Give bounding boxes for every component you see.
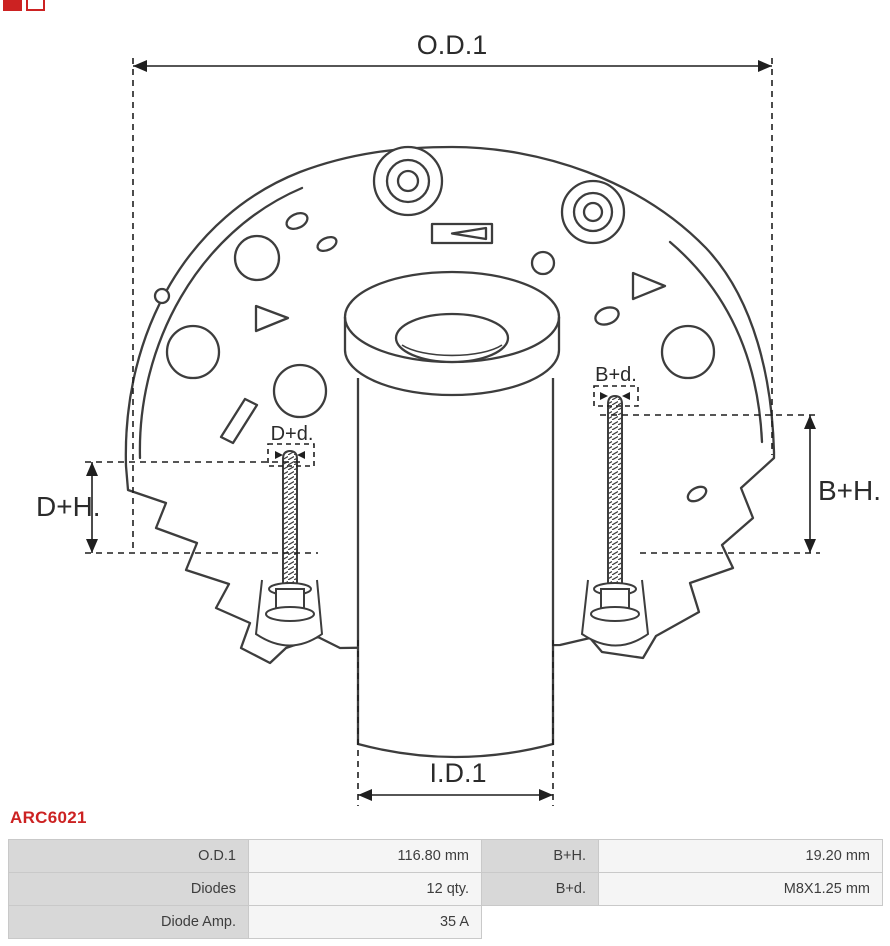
- d-stud-shaft: [282, 449, 298, 589]
- od1-label: O.D.1: [417, 30, 488, 60]
- bh-dimension: [600, 414, 820, 554]
- center-bore: [343, 270, 561, 759]
- spec-label-cell: Diodes: [8, 872, 249, 906]
- spec-value-cell: 116.80 mm: [248, 839, 482, 873]
- ring-terminal-left: [372, 145, 444, 217]
- spec-value-cell: 19.20 mm: [598, 839, 883, 873]
- bd-label: B+d.: [595, 364, 637, 386]
- technical-drawing: O.D.1 I.D.1 D+H. B+H. D+d. B+d.: [36, 30, 881, 806]
- logo-mark-left: [3, 0, 22, 11]
- rectifier-drawing-svg: O.D.1 I.D.1 D+H. B+H. D+d. B+d.: [36, 30, 881, 806]
- dimension-labels: O.D.1 I.D.1 D+H. B+H. D+d. B+d.: [36, 30, 881, 788]
- dimension-annotations: [85, 58, 820, 806]
- spec-blank-cell: [598, 905, 883, 939]
- dh-label: D+H.: [36, 491, 101, 522]
- spec-label-cell: B+d.: [481, 872, 599, 906]
- part-number: ARC6021: [10, 808, 87, 827]
- plate-edge-right: [668, 240, 764, 444]
- spec-row: Diode Amp. 35 A: [8, 905, 883, 939]
- dd-annotation: [267, 443, 315, 467]
- plate-edge-left: [138, 186, 304, 460]
- logo-mark-right: [26, 0, 45, 11]
- dd-label: D+d.: [271, 423, 314, 445]
- bh-label: B+H.: [818, 475, 881, 506]
- left-diode-cluster: [153, 211, 338, 445]
- spec-blank-cell: [481, 905, 599, 939]
- spec-label-cell: O.D.1: [8, 839, 249, 873]
- spec-value-cell: M8X1.25 mm: [598, 872, 883, 906]
- spec-row: O.D.1 116.80 mm B+H. 19.20 mm: [8, 839, 883, 873]
- terminal-studs: [254, 394, 650, 647]
- id1-dimension: [357, 640, 554, 806]
- id1-label: I.D.1: [429, 758, 486, 788]
- dh-dimension: [85, 461, 318, 554]
- b-stud-shaft: [607, 394, 623, 589]
- spec-value-cell: 35 A: [248, 905, 482, 939]
- bore-hole: [394, 312, 510, 364]
- spec-value-cell: 12 qty.: [248, 872, 482, 906]
- spec-row: Diodes 12 qty. B+d. M8X1.25 mm: [8, 872, 883, 906]
- od1-dimension: [132, 58, 773, 552]
- diode-slot: [430, 222, 494, 245]
- spec-label-cell: B+H.: [481, 839, 599, 873]
- ring-terminal-right: [560, 179, 626, 245]
- right-diode-cluster: [530, 250, 716, 503]
- brand-logo-fragment-icon: [3, 0, 45, 11]
- spec-table: O.D.1 116.80 mm B+H. 19.20 mm Diodes 12 …: [8, 839, 883, 939]
- spec-label-cell: Diode Amp.: [8, 905, 249, 939]
- bd-annotation: [593, 385, 639, 407]
- bore-tube: [356, 378, 555, 759]
